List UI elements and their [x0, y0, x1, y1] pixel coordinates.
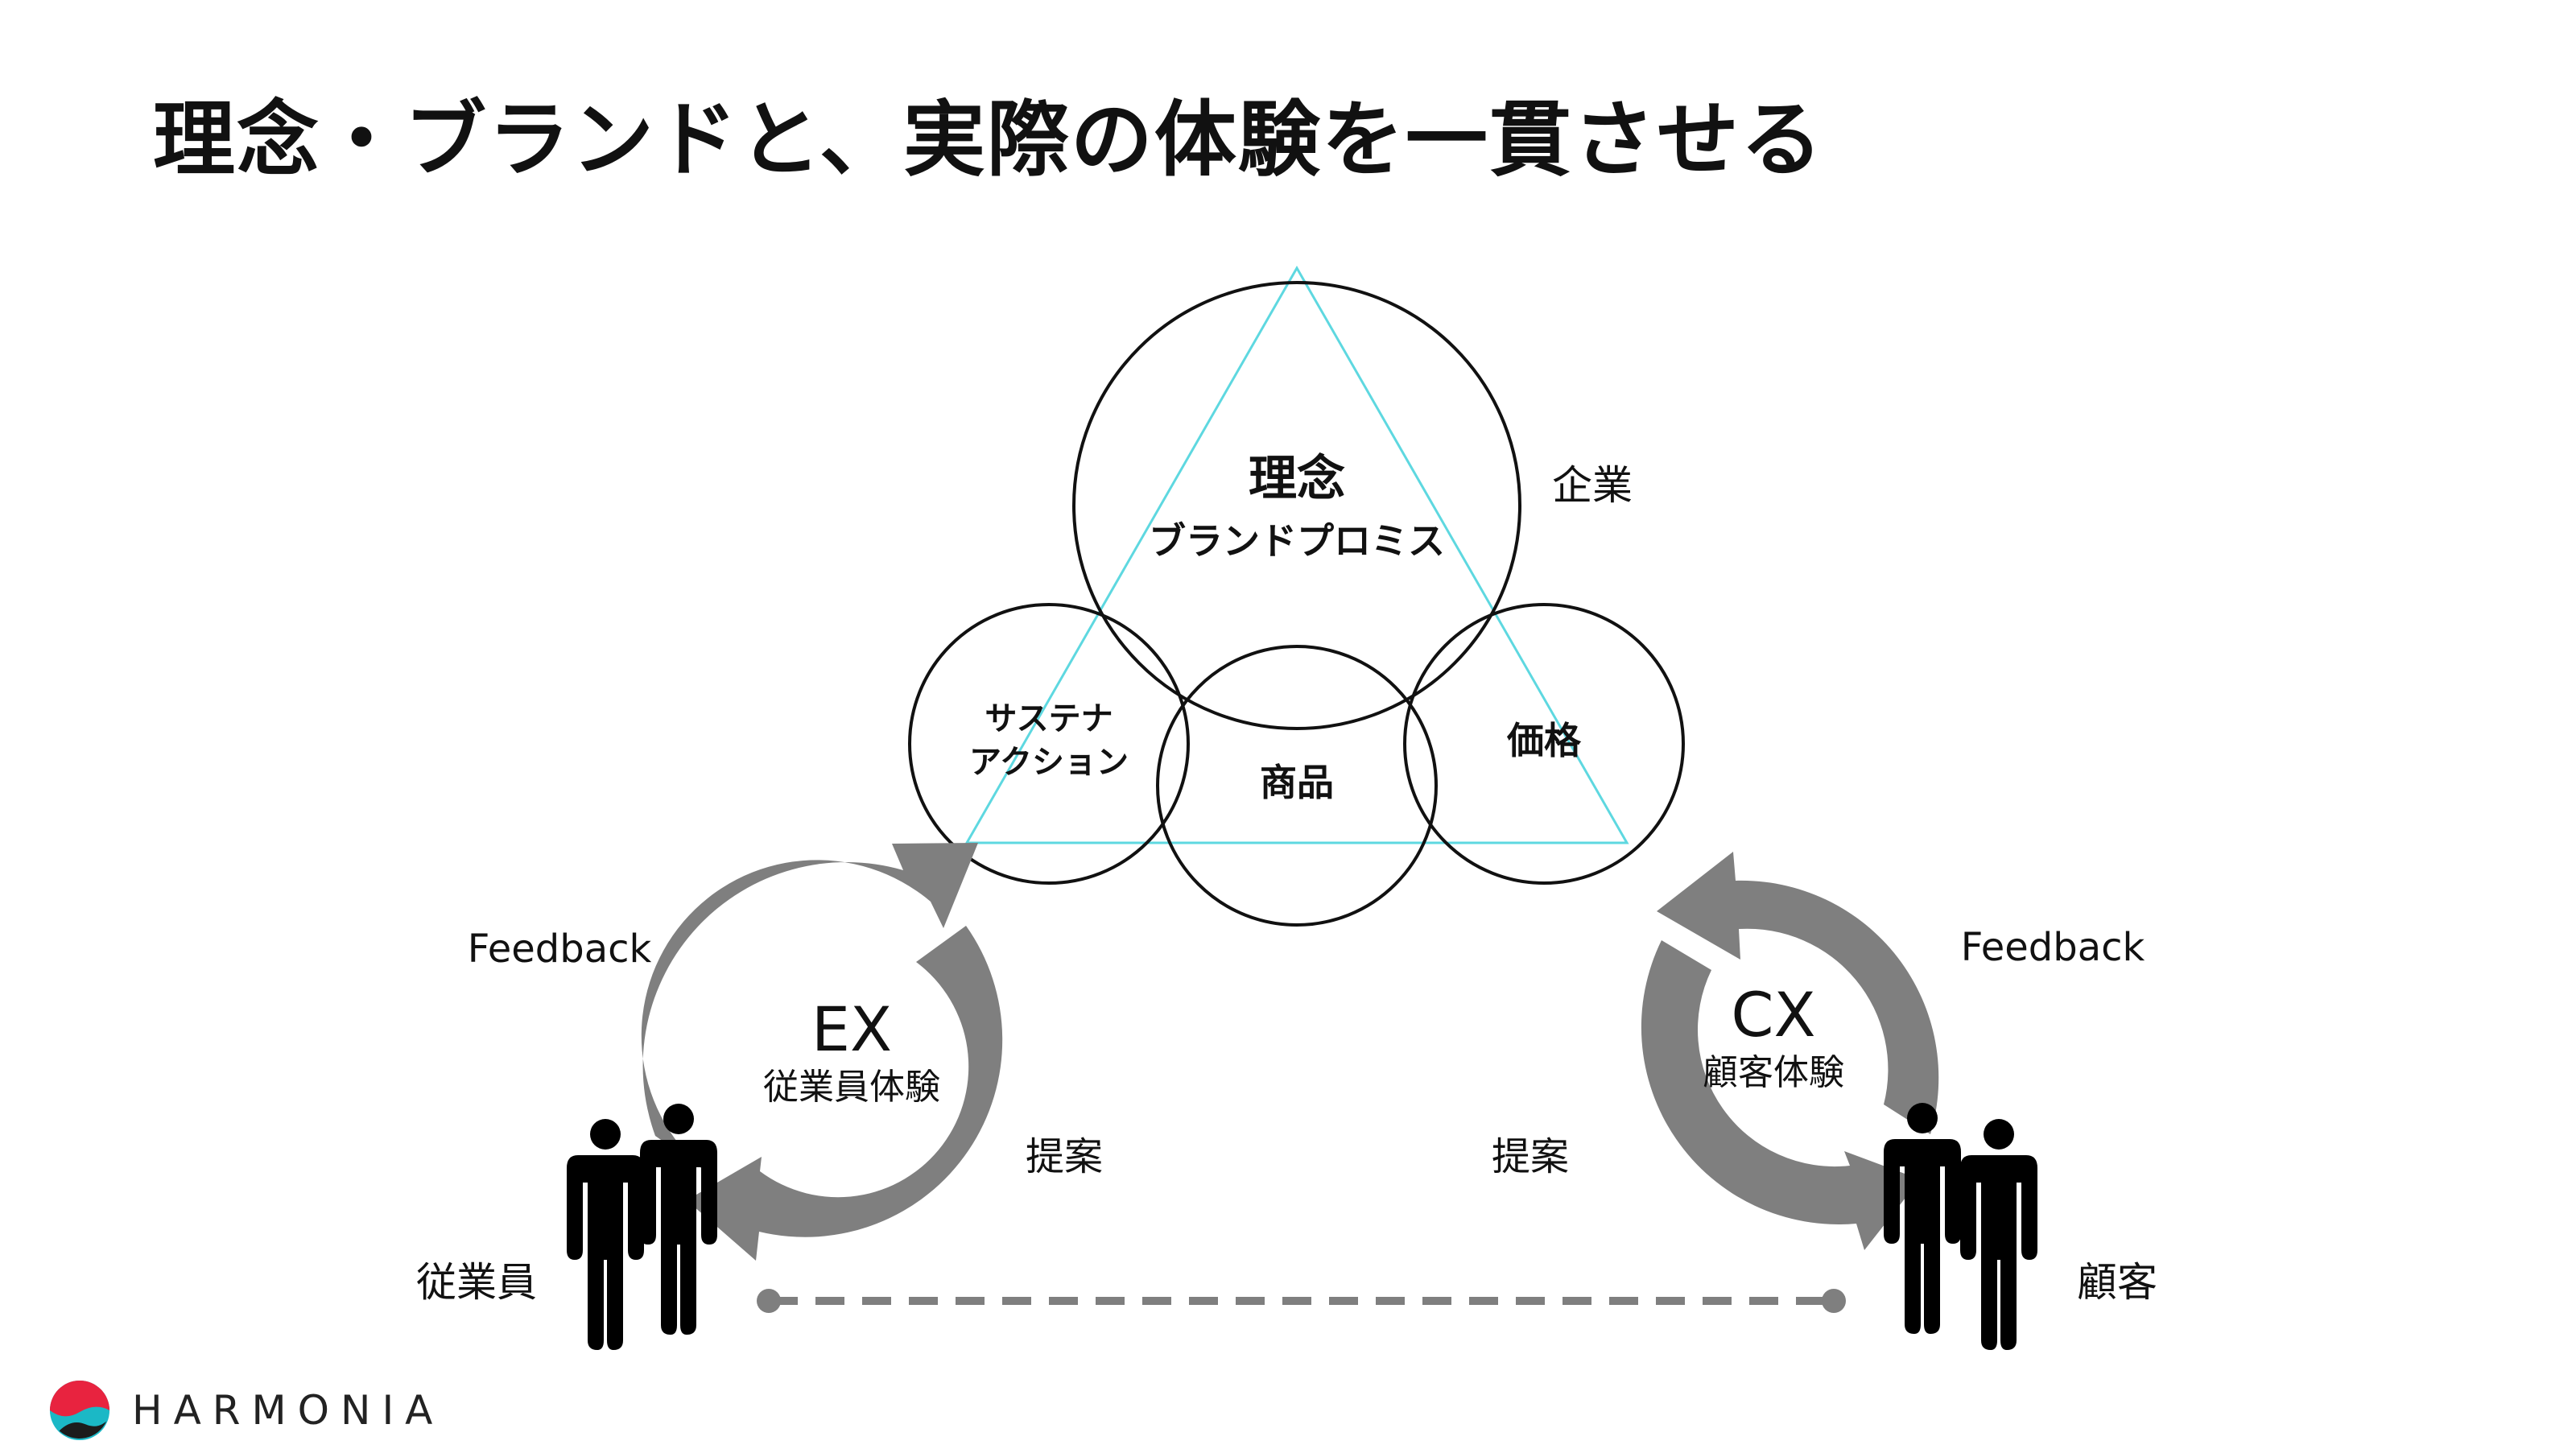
brand-logo: HARMONIA: [48, 1378, 444, 1443]
sustainable-action-label-line2: アクション: [969, 744, 1129, 781]
brand-promise-label: ブランドプロミス: [1149, 519, 1445, 563]
cx-cycle-arrow-icon: [1641, 852, 1939, 1250]
cx-title: CX: [1731, 979, 1815, 1051]
harmonia-logo-icon: [49, 1380, 110, 1441]
product-circle: [1156, 645, 1438, 927]
employee-customer-connector: [757, 1289, 1846, 1313]
ex-title: EX: [811, 993, 892, 1065]
employees-label: 従業員: [416, 1259, 537, 1306]
sustainable-action-circle: [908, 603, 1190, 885]
proposal-left-label: 提案: [1026, 1134, 1103, 1179]
customers-label: 顧客: [2077, 1259, 2157, 1306]
price-label: 価格: [1506, 719, 1582, 762]
ex-subtitle: 従業員体験: [763, 1067, 940, 1108]
feedback-right-label: Feedback: [1961, 925, 2145, 970]
proposal-right-label: 提案: [1492, 1134, 1569, 1179]
employees-people-icon: [567, 1104, 717, 1350]
sustainable-action-label-line1: サステナ: [985, 700, 1113, 737]
ex-cycle-arrow-icon: [641, 843, 1003, 1261]
company-label: 企業: [1552, 462, 1633, 509]
product-label: 商品: [1260, 761, 1334, 804]
cx-subtitle: 顧客体験: [1703, 1052, 1844, 1093]
price-circle: [1403, 603, 1685, 885]
slide-title: 理念・ブランドと、実際の体験を一貫させる: [153, 93, 1824, 188]
philosophy-circle: [1072, 281, 1521, 730]
brand-name: HARMONIA: [132, 1387, 444, 1434]
feedback-left-label: Feedback: [468, 927, 652, 972]
philosophy-title: 理念: [1249, 451, 1345, 507]
customers-people-icon: [1884, 1103, 2037, 1350]
brand-triangle: [964, 265, 1629, 844]
